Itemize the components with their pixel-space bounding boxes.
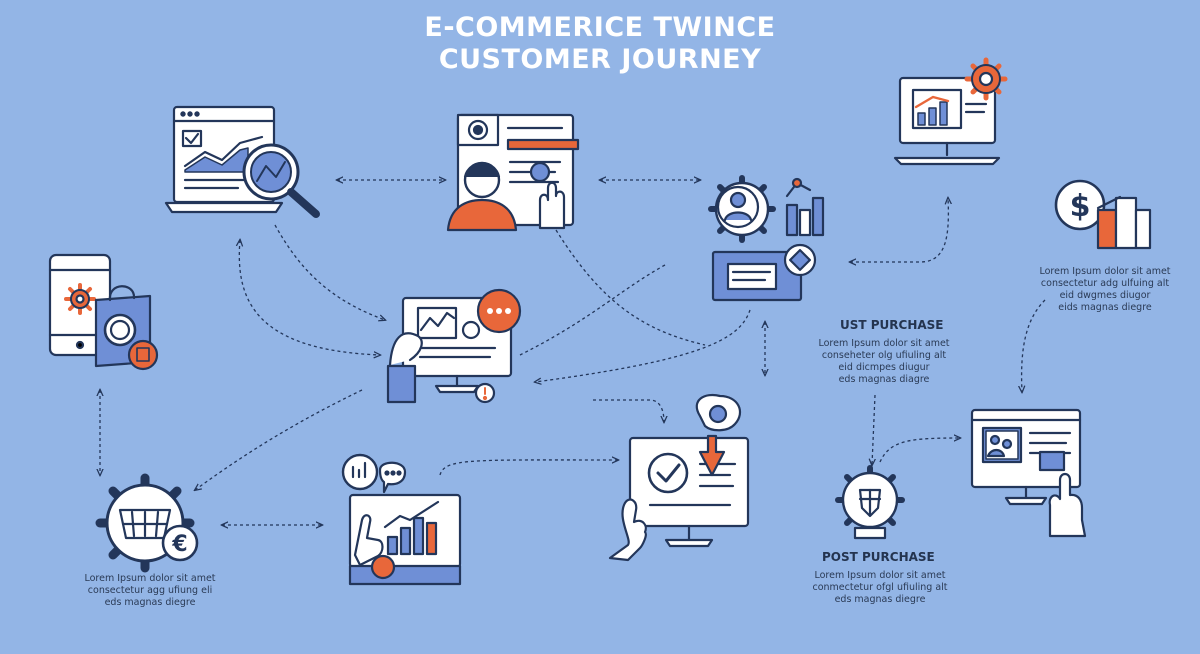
shopping-gear-icon: € xyxy=(95,473,199,573)
connector-10 xyxy=(1022,299,1046,392)
post-purchase-text: Lorem Ipsum dolor sit amet conmectetur o… xyxy=(805,570,955,606)
review-monitor-icon xyxy=(970,408,1087,538)
post-purchase-label: POST PURCHASE xyxy=(822,550,935,564)
text-line: consectetur agg ufiung eli xyxy=(87,585,213,596)
text-line: eds magnas diegre xyxy=(104,597,196,608)
sales-chart-icon xyxy=(341,453,462,586)
diagram-title-line-2: CUSTOMER JOURNEY xyxy=(438,44,762,75)
bottom-left-text: Lorem Ipsum dolor sit amet consectetur a… xyxy=(80,573,220,609)
text-line: eid dicmpes diugur xyxy=(838,362,930,373)
svg-text:$: $ xyxy=(1070,189,1091,224)
text-line: Lorem Ipsum dolor sit amet xyxy=(84,573,216,584)
connector-14 xyxy=(439,460,618,476)
text-line: consectetur adg ulfuing alt xyxy=(1040,278,1170,289)
text-line: conmectetur ofgl ufiuling alt xyxy=(812,582,948,593)
connector-17 xyxy=(879,438,960,463)
dashboard-monitor-icon xyxy=(893,57,1008,166)
award-badge-icon xyxy=(835,465,905,540)
mobile-shopping-icon xyxy=(48,253,159,371)
connector-12 xyxy=(195,389,363,490)
connector-3 xyxy=(239,240,380,355)
diagram-title: E-COMMERICE TWINCE CUSTOMER JOURNEY xyxy=(300,12,900,76)
connectors xyxy=(100,180,1046,525)
connector-7 xyxy=(535,309,751,382)
connector-9 xyxy=(850,198,948,262)
text-line: conseheter olg ufiuling alt xyxy=(821,350,947,361)
ust-purchase-label: UST PURCHASE xyxy=(840,318,944,332)
diagram-title-line-1: E-COMMERICE TWINCE xyxy=(424,12,776,43)
connector-15 xyxy=(593,399,664,422)
dollar-chart-icon: $ xyxy=(1054,179,1152,250)
text-line: Lorem Ipsum dolor sit amet xyxy=(814,570,946,581)
connector-5 xyxy=(555,229,706,346)
browsing-monitor-icon xyxy=(386,288,522,404)
customer-form-icon xyxy=(446,113,580,232)
connector-16 xyxy=(872,394,875,465)
text-line: Lorem Ipsum dolor sit amet xyxy=(1039,266,1171,277)
text-line: eids magnas diegre xyxy=(1058,302,1152,313)
connector-6 xyxy=(519,264,666,356)
text-line: eid dwgmes diugor xyxy=(1059,290,1151,301)
text-line: eds magnas diagre xyxy=(838,374,930,385)
ust-purchase-text: Lorem Ipsum dolor sit amet conseheter ol… xyxy=(814,338,954,386)
connector-4 xyxy=(274,224,385,320)
checkout-monitor-icon xyxy=(608,393,750,562)
svg-text:€: € xyxy=(171,532,187,557)
text-line: eds magnas diegre xyxy=(834,594,926,605)
right-top-text: Lorem Ipsum dolor sit amet consectetur a… xyxy=(1030,266,1180,314)
analytics-monitor-icon xyxy=(164,105,320,218)
text-line: Lorem Ipsum dolor sit amet xyxy=(818,338,950,349)
user-gear-icon xyxy=(708,175,825,302)
